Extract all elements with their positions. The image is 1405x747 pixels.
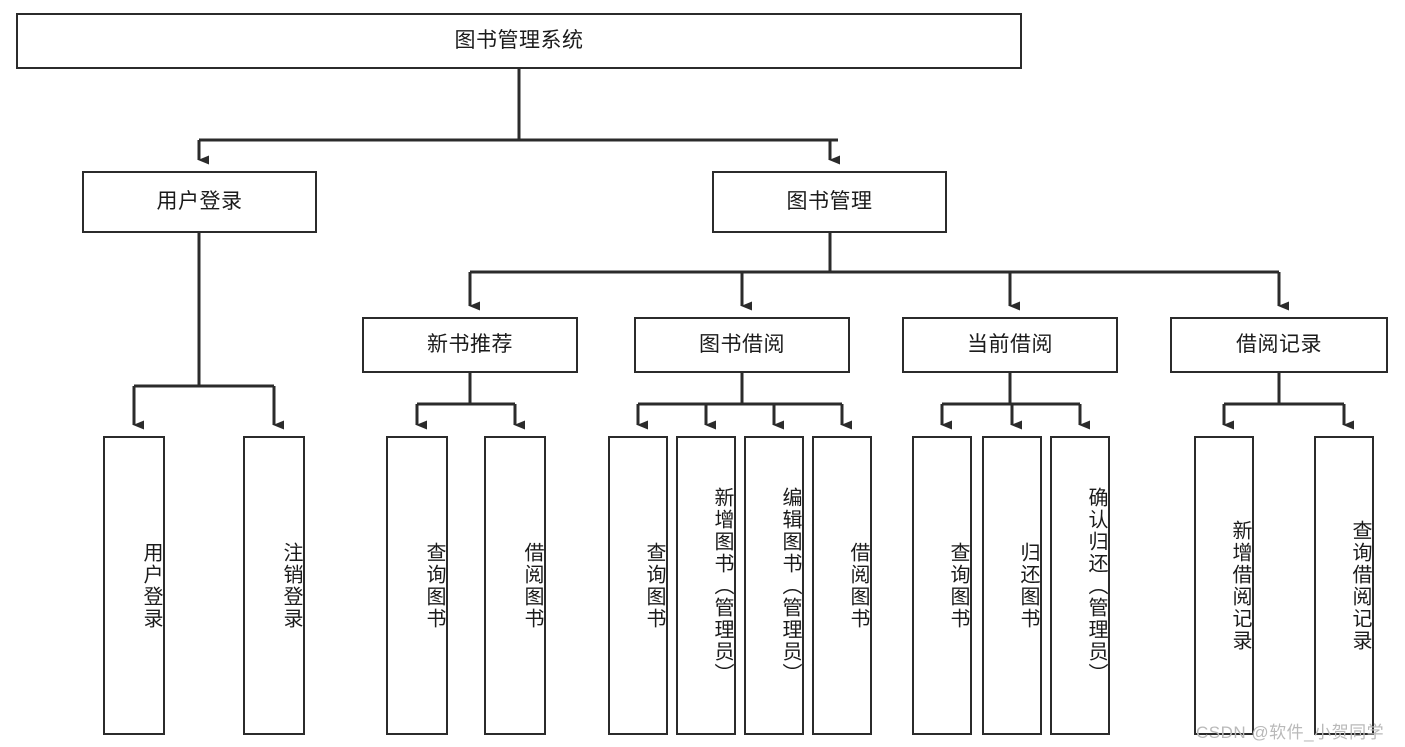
csdn-watermark: CSDN @软件_小贺同学 [1196,723,1385,742]
node-leaf-add-borrow-record[interactable]: 新增借阅记录 [1194,436,1254,735]
node-leaf-return-book[interactable]: 归还图书 [982,436,1042,735]
node-leaf-user-login[interactable]: 用户登录 [103,436,165,735]
node-leaf-query-book-current[interactable]: 查询图书 [912,436,972,735]
node-leaf-confirm-return-admin[interactable]: 确认归还（管理员） [1050,436,1110,735]
node-level2-new-book-recommend[interactable]: 新书推荐 [362,317,578,373]
node-level2-book-borrow[interactable]: 图书借阅 [634,317,850,373]
node-level1-book-management[interactable]: 图书管理 [712,171,947,233]
node-level2-borrow-record[interactable]: 借阅记录 [1170,317,1388,373]
node-leaf-borrow-book-newbook[interactable]: 借阅图书 [484,436,546,735]
node-level1-user-login[interactable]: 用户登录 [82,171,317,233]
node-leaf-user-logout[interactable]: 注销登录 [243,436,305,735]
node-leaf-query-borrow-record[interactable]: 查询借阅记录 [1314,436,1374,735]
node-leaf-edit-book-admin[interactable]: 编辑图书（管理员） [744,436,804,735]
node-root[interactable]: 图书管理系统 [16,13,1022,69]
node-level2-current-borrow[interactable]: 当前借阅 [902,317,1118,373]
node-leaf-add-book-admin[interactable]: 新增图书（管理员） [676,436,736,735]
node-leaf-query-book-borrow[interactable]: 查询图书 [608,436,668,735]
node-leaf-query-book-newbook[interactable]: 查询图书 [386,436,448,735]
node-leaf-borrow-book[interactable]: 借阅图书 [812,436,872,735]
